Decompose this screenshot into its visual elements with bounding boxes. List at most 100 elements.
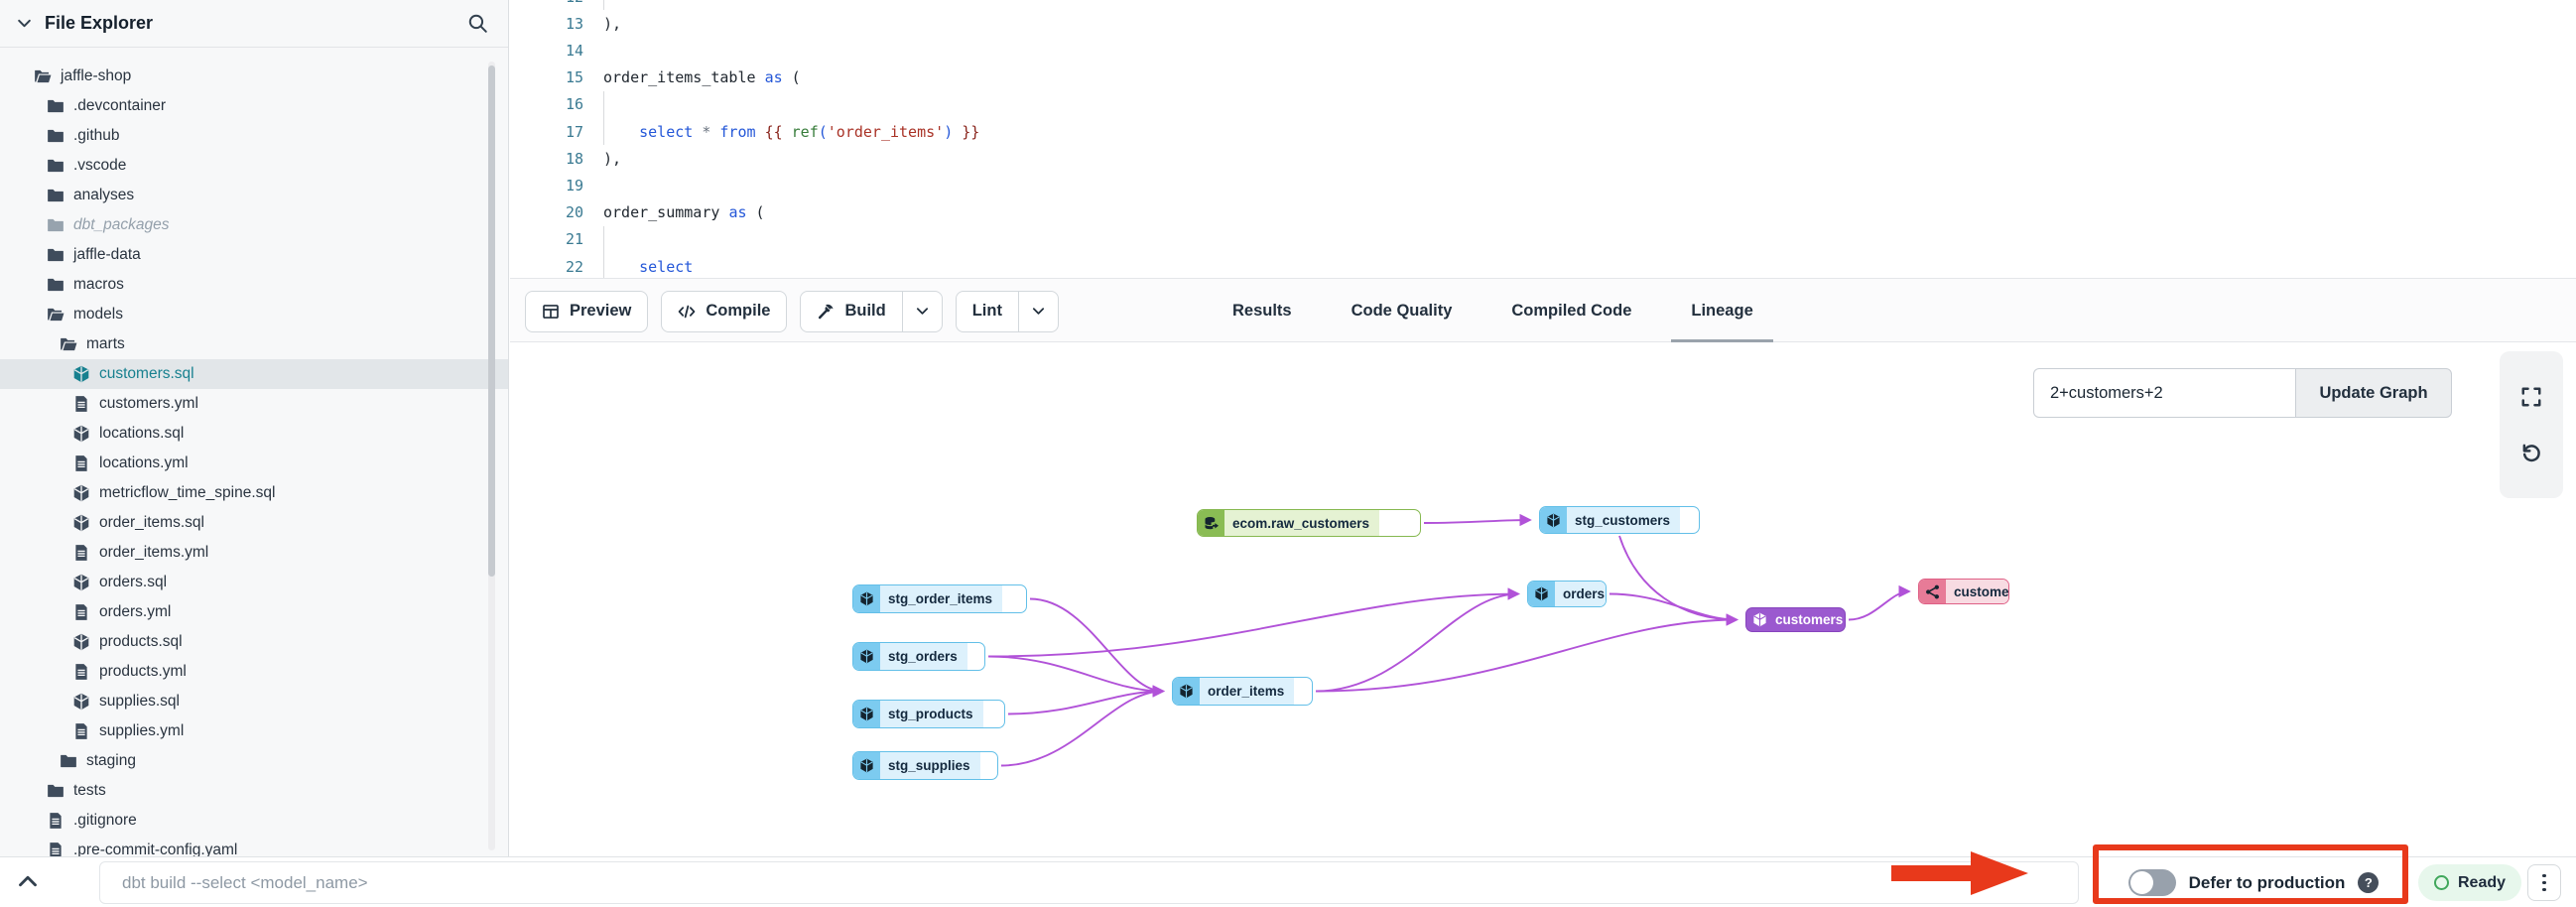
file-tree-item-order-items-sql[interactable]: order_items.sql <box>0 508 508 538</box>
cube-icon <box>72 574 90 591</box>
lineage-node-stg_products[interactable]: stg_products <box>852 700 1005 728</box>
update-graph-button[interactable]: Update Graph <box>2295 368 2452 418</box>
file-tree-item-supplies-sql[interactable]: supplies.sql <box>0 687 508 716</box>
folder-icon <box>47 216 64 234</box>
cube-icon <box>853 752 880 779</box>
line-number: 20 <box>565 203 583 222</box>
file-tree-item-dbt-packages[interactable]: dbt_packages <box>0 210 508 240</box>
folder-icon <box>47 97 64 115</box>
file-tree-item-supplies-yml[interactable]: supplies.yml <box>0 716 508 746</box>
file-tree-item--devcontainer[interactable]: .devcontainer <box>0 91 508 121</box>
lineage-node-stg_supplies[interactable]: stg_supplies <box>852 751 998 780</box>
folder-open-icon <box>34 67 52 85</box>
file-tree-item-customers-yml[interactable]: customers.yml <box>0 389 508 419</box>
file-tree-item-products-sql[interactable]: products.sql <box>0 627 508 657</box>
file-tree-item-macros[interactable]: macros <box>0 270 508 300</box>
file-tree-item-staging[interactable]: staging <box>0 746 508 776</box>
lineage-node-raw_customers[interactable]: ecom.raw_customers <box>1197 509 1421 537</box>
line-number: 14 <box>565 41 583 60</box>
file-tree-item-marts[interactable]: marts <box>0 329 508 359</box>
status-badge[interactable]: Ready <box>2418 864 2522 901</box>
lint-dropdown-caret[interactable] <box>1017 291 1058 331</box>
folder-icon <box>47 782 64 800</box>
file-tree-item-order-items-yml[interactable]: order_items.yml <box>0 538 508 568</box>
chevron-up-icon[interactable] <box>16 869 40 893</box>
cube-icon <box>1173 678 1200 705</box>
file-tree-item-products-yml[interactable]: products.yml <box>0 657 508 687</box>
file-label: .gitignore <box>73 812 137 829</box>
tab-lineage[interactable]: Lineage <box>1671 279 1774 342</box>
kebab-menu-button[interactable] <box>2527 864 2561 901</box>
tab-code-quality[interactable]: Code Quality <box>1351 301 1453 320</box>
lineage-node-orders[interactable]: orders <box>1527 581 1607 607</box>
file-tree-item-analyses[interactable]: analyses <box>0 181 508 210</box>
command-input[interactable] <box>99 861 2079 904</box>
table-icon <box>542 303 560 321</box>
build-dropdown-caret[interactable] <box>901 291 942 331</box>
file-tree-item--vscode[interactable]: .vscode <box>0 151 508 181</box>
file-tree-item--gitignore[interactable]: .gitignore <box>0 806 508 836</box>
cube-icon <box>853 701 880 727</box>
cube-icon <box>72 484 90 502</box>
folder-icon <box>60 752 77 770</box>
compile-button[interactable]: Compile <box>661 290 788 332</box>
file-tree-item-tests[interactable]: tests <box>0 776 508 806</box>
lint-button[interactable]: Lint <box>955 290 1059 332</box>
file-tree-item-jaffle-shop[interactable]: jaffle-shop <box>0 62 508 91</box>
defer-toggle[interactable] <box>2127 869 2176 896</box>
node-label: stg_supplies <box>880 752 980 779</box>
lineage-node-order_items[interactable]: order_items <box>1172 677 1313 706</box>
file-icon <box>72 722 90 740</box>
node-label: orders <box>1555 582 1606 606</box>
file-tree-item-metricflow-time-spine-sql[interactable]: metricflow_time_spine.sql <box>0 478 508 508</box>
file-label: jaffle-shop <box>61 67 132 84</box>
file-tree-item-orders-sql[interactable]: orders.sql <box>0 568 508 597</box>
file-icon <box>47 842 64 859</box>
line-number: 22 <box>565 257 583 276</box>
lineage-panel: Update Graph ecom.raw_customers stg_custo… <box>510 343 2576 856</box>
code-line: 17 select * from {{ ref('order_items') }… <box>510 118 2576 146</box>
folder-open-icon <box>60 335 77 353</box>
lineage-node-stg_orders[interactable]: stg_orders <box>852 642 985 671</box>
code-text: ), <box>603 14 622 33</box>
file-icon <box>72 603 90 621</box>
button-label: Compile <box>706 302 771 320</box>
cube-icon <box>72 693 90 711</box>
file-tree-item-models[interactable]: models <box>0 300 508 329</box>
file-tree-item--github[interactable]: .github <box>0 121 508 151</box>
reset-view-icon[interactable] <box>2520 442 2542 463</box>
file-tree-item-locations-sql[interactable]: locations.sql <box>0 419 508 449</box>
chevron-down-icon[interactable] <box>16 15 33 32</box>
file-label: models <box>73 306 123 323</box>
fullscreen-icon[interactable] <box>2520 386 2542 408</box>
file-tree-item-customers-sql[interactable]: customers.sql <box>0 359 508 389</box>
file-tree-item-locations-yml[interactable]: locations.yml <box>0 449 508 478</box>
file-label: customers.yml <box>99 395 198 412</box>
sidebar-scrollbar-thumb[interactable] <box>488 65 495 577</box>
line-number: 21 <box>565 230 583 249</box>
folder-icon <box>47 187 64 204</box>
help-icon[interactable]: ? <box>2358 872 2380 893</box>
file-tree-item-jaffle-data[interactable]: jaffle-data <box>0 240 508 270</box>
cube-icon <box>72 514 90 532</box>
lineage-node-stg_customers[interactable]: stg_customers <box>1539 506 1700 534</box>
preview-button[interactable]: Preview <box>525 290 649 332</box>
search-icon[interactable] <box>467 13 488 34</box>
lineage-node-stg_order_items[interactable]: stg_order_items <box>852 584 1027 613</box>
lineage-selector-input[interactable] <box>2033 368 2295 418</box>
node-label: customers <box>1775 612 1844 627</box>
node-label: ecom.raw_customers <box>1224 510 1380 536</box>
tab-compiled-code[interactable]: Compiled Code <box>1511 301 1632 320</box>
file-tree-item-orders-yml[interactable]: orders.yml <box>0 597 508 627</box>
status-bar: Defer to production ? Ready <box>0 856 2576 907</box>
lineage-node-customers_exposure[interactable]: customers <box>1918 579 2009 604</box>
lineage-node-customers[interactable]: customers <box>1745 607 1846 632</box>
node-label: stg_orders <box>880 643 967 670</box>
tab-results[interactable]: Results <box>1232 301 1292 320</box>
folder-icon <box>47 246 64 264</box>
file-label: orders.sql <box>99 574 168 590</box>
build-button[interactable]: Build <box>800 290 943 332</box>
defer-control: Defer to production ? <box>2109 857 2398 907</box>
file-tree-item--pre-commit-config-yaml[interactable]: .pre-commit-config.yaml <box>0 836 508 865</box>
